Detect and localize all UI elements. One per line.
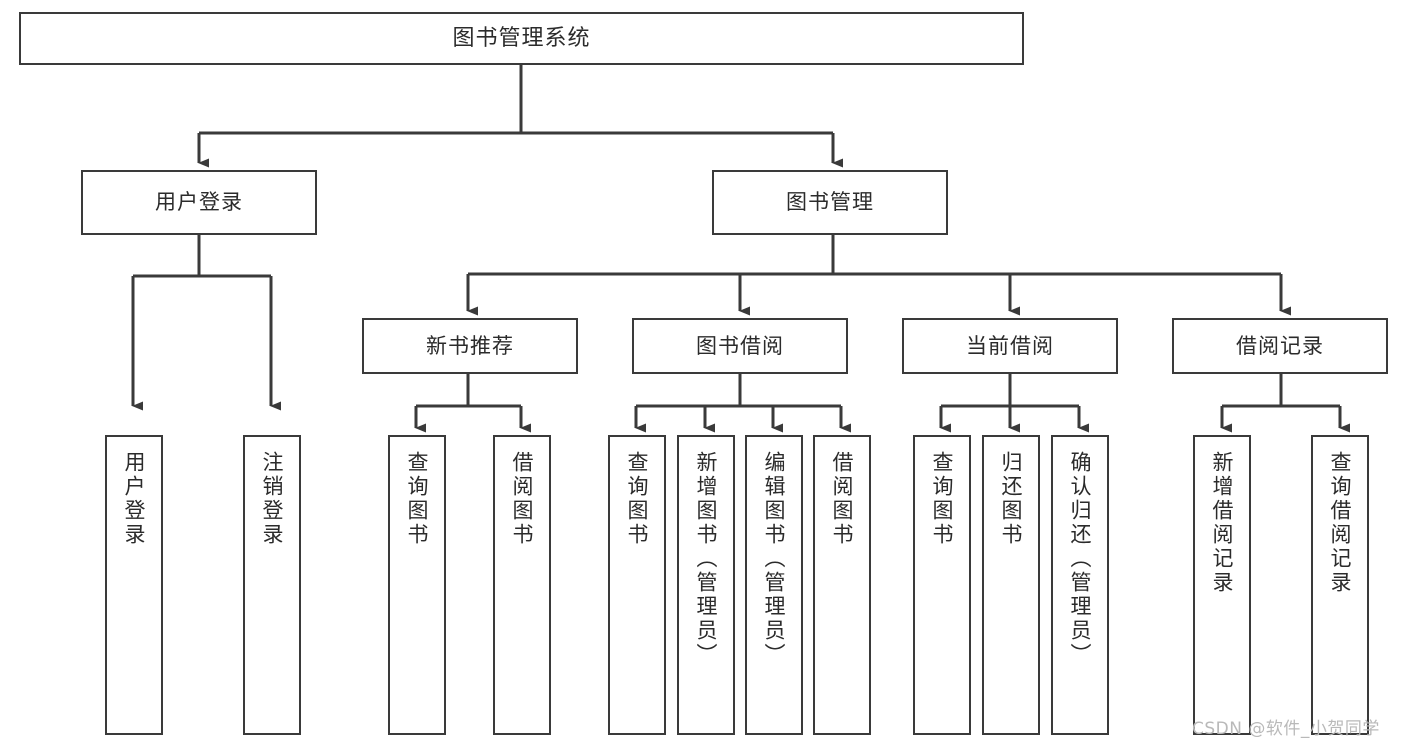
node-label: 注销登录 [260,451,285,547]
node-book-management[interactable]: 图书管理 [712,170,948,235]
node-label: 查询图书 [930,451,955,547]
node-label: 图书管理 [786,190,874,215]
node-leaf-query-book-current[interactable]: 查询图书 [913,435,971,735]
node-label: 编辑图书（管理员） [762,451,787,667]
node-label: 查询借阅记录 [1328,451,1353,595]
node-label: 图书管理系统 [452,25,591,51]
node-label: 用户登录 [155,190,243,215]
node-label: 用户登录 [122,451,147,547]
node-root-book-management-system[interactable]: 图书管理系统 [19,12,1024,65]
node-label: 借阅图书 [510,451,535,547]
node-label: 图书借阅 [696,333,784,358]
node-leaf-add-borrow-record[interactable]: 新增借阅记录 [1193,435,1251,735]
node-leaf-edit-book-admin[interactable]: 编辑图书（管理员） [745,435,803,735]
node-borrow-record[interactable]: 借阅记录 [1172,318,1388,374]
node-new-book-recommend[interactable]: 新书推荐 [362,318,578,374]
node-label: 借阅记录 [1236,333,1324,358]
node-leaf-user-login[interactable]: 用户登录 [105,435,163,735]
node-label: 新增图书（管理员） [694,451,719,667]
node-label: 借阅图书 [830,451,855,547]
node-label: 查询图书 [625,451,650,547]
node-label: 确认归还（管理员） [1068,451,1093,667]
node-label: 当前借阅 [966,333,1054,358]
node-user-login[interactable]: 用户登录 [81,170,317,235]
node-book-borrow[interactable]: 图书借阅 [632,318,848,374]
node-leaf-borrow-book-recommend[interactable]: 借阅图书 [493,435,551,735]
node-leaf-query-book-borrow[interactable]: 查询图书 [608,435,666,735]
node-current-borrow[interactable]: 当前借阅 [902,318,1118,374]
node-leaf-confirm-return-admin[interactable]: 确认归还（管理员） [1051,435,1109,735]
node-leaf-borrow-book[interactable]: 借阅图书 [813,435,871,735]
node-label: 归还图书 [999,451,1024,547]
node-leaf-return-book[interactable]: 归还图书 [982,435,1040,735]
node-label: 新增借阅记录 [1210,451,1235,595]
node-label: 新书推荐 [426,333,514,358]
node-leaf-query-borrow-record[interactable]: 查询借阅记录 [1311,435,1369,735]
node-leaf-query-book-recommend[interactable]: 查询图书 [388,435,446,735]
node-leaf-logout[interactable]: 注销登录 [243,435,301,735]
node-label: 查询图书 [405,451,430,547]
node-leaf-add-book-admin[interactable]: 新增图书（管理员） [677,435,735,735]
